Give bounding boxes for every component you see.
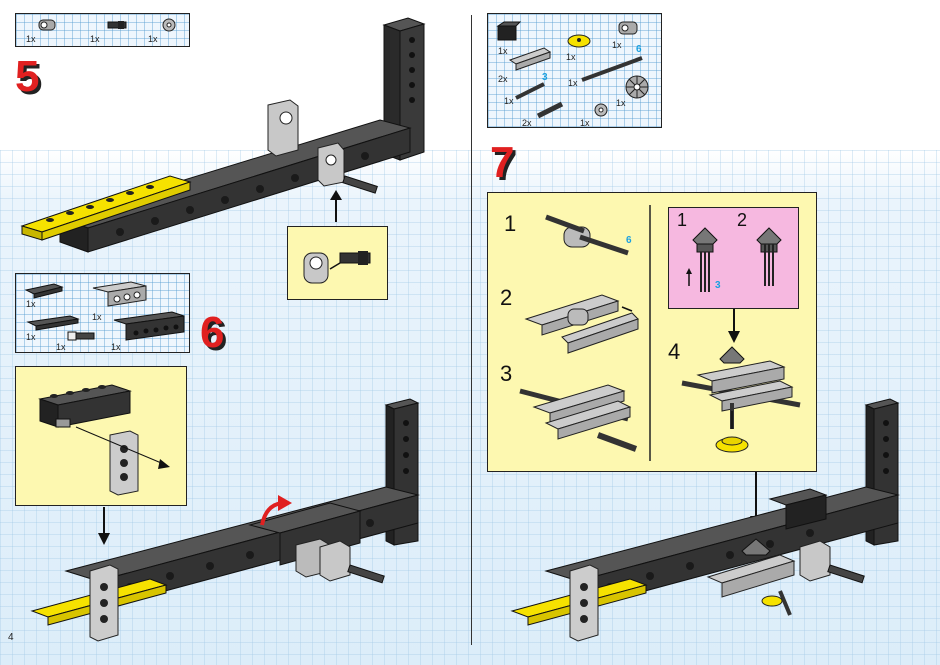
part-qty: 1x [92, 312, 102, 322]
connector-callout-graphic [303, 251, 371, 284]
substep-number: 1 [504, 211, 517, 236]
peg-connector-icon [38, 19, 56, 31]
axle-pin-icon [107, 21, 127, 29]
step5-callout [287, 226, 388, 300]
step5-parts-box: 1x 1x 1x [15, 13, 190, 47]
gear-item-note: 3 [715, 280, 721, 291]
part-qty: 1x [26, 34, 36, 44]
bushing-icon [162, 18, 176, 32]
step7-callout: 1 6 2 3 1 3 2 [487, 192, 817, 472]
part-qty: 1x [26, 299, 36, 309]
peg-connector-icon [618, 21, 638, 35]
part-qty: 1x [616, 98, 626, 108]
axle-length-label: 3 [542, 72, 548, 83]
plate-1x6-icon [26, 315, 80, 331]
gear-panel: 1 3 2 [668, 207, 799, 309]
part-qty: 1x [56, 342, 66, 352]
axle-length-label: 6 [636, 44, 642, 55]
step6-number: 6 [200, 308, 225, 357]
gray-brick-1x4-icon [92, 281, 147, 307]
step5-model [20, 17, 426, 253]
substep2-graphic [524, 294, 639, 354]
part-qty: 1x [90, 34, 100, 44]
callout-separator [649, 205, 651, 461]
substep-note: 6 [626, 235, 632, 246]
liftarm-icon [508, 47, 552, 71]
gear-item-number: 1 [677, 210, 688, 230]
part-qty: 1x [498, 46, 508, 56]
part-qty: 1x [566, 52, 576, 62]
yellow-turntable-icon [567, 34, 591, 48]
technic-brick-1x6-icon [113, 311, 185, 341]
brick-assembly-graphic [38, 384, 170, 496]
gear-item-number: 2 [737, 210, 748, 230]
substep3-graphic [519, 384, 638, 452]
substep-number: 4 [668, 339, 681, 364]
gear-panel-arrow [728, 309, 740, 343]
step6-model [30, 398, 420, 642]
part-qty: 1x [111, 342, 121, 352]
part-qty: 1x [568, 78, 578, 88]
part-qty: 1x [504, 96, 514, 106]
step6-parts-box: 1x 1x 1x 1x 1x [15, 273, 190, 353]
bevel-gear-axle-graphic [686, 227, 718, 292]
step7-model [510, 398, 900, 642]
bushing-icon [594, 103, 608, 117]
step7-parts-box: 1x 1x 1x 2x 6 1x 3 1x 1x 2x 1x [487, 13, 662, 128]
page-number: 4 [8, 632, 14, 643]
part-qty: 1x [148, 34, 158, 44]
substep-number: 2 [500, 285, 513, 310]
substep-number: 3 [500, 361, 513, 386]
step7-number: 7 [490, 138, 515, 187]
substep4-graphic [681, 346, 801, 453]
pin-axle-icon [67, 331, 95, 341]
bevel-gear-icon [625, 75, 649, 99]
axle-3-icon [515, 82, 545, 100]
part-qty: 1x [26, 332, 36, 342]
part-qty: 2x [522, 118, 532, 128]
plate-1x4-icon [24, 283, 64, 299]
part-qty: 2x [498, 74, 508, 84]
black-brick-2x2-icon [496, 21, 522, 41]
gear-on-axle-graphic [756, 227, 782, 286]
step5-number: 5 [15, 52, 40, 101]
part-qty: 1x [612, 40, 622, 50]
page-divider [471, 15, 472, 645]
part-qty: 1x [580, 118, 590, 128]
pin-axle-icon [536, 101, 564, 119]
axle-6-icon [581, 56, 643, 82]
substep1-graphic [545, 214, 629, 256]
step6-callout [15, 366, 187, 506]
